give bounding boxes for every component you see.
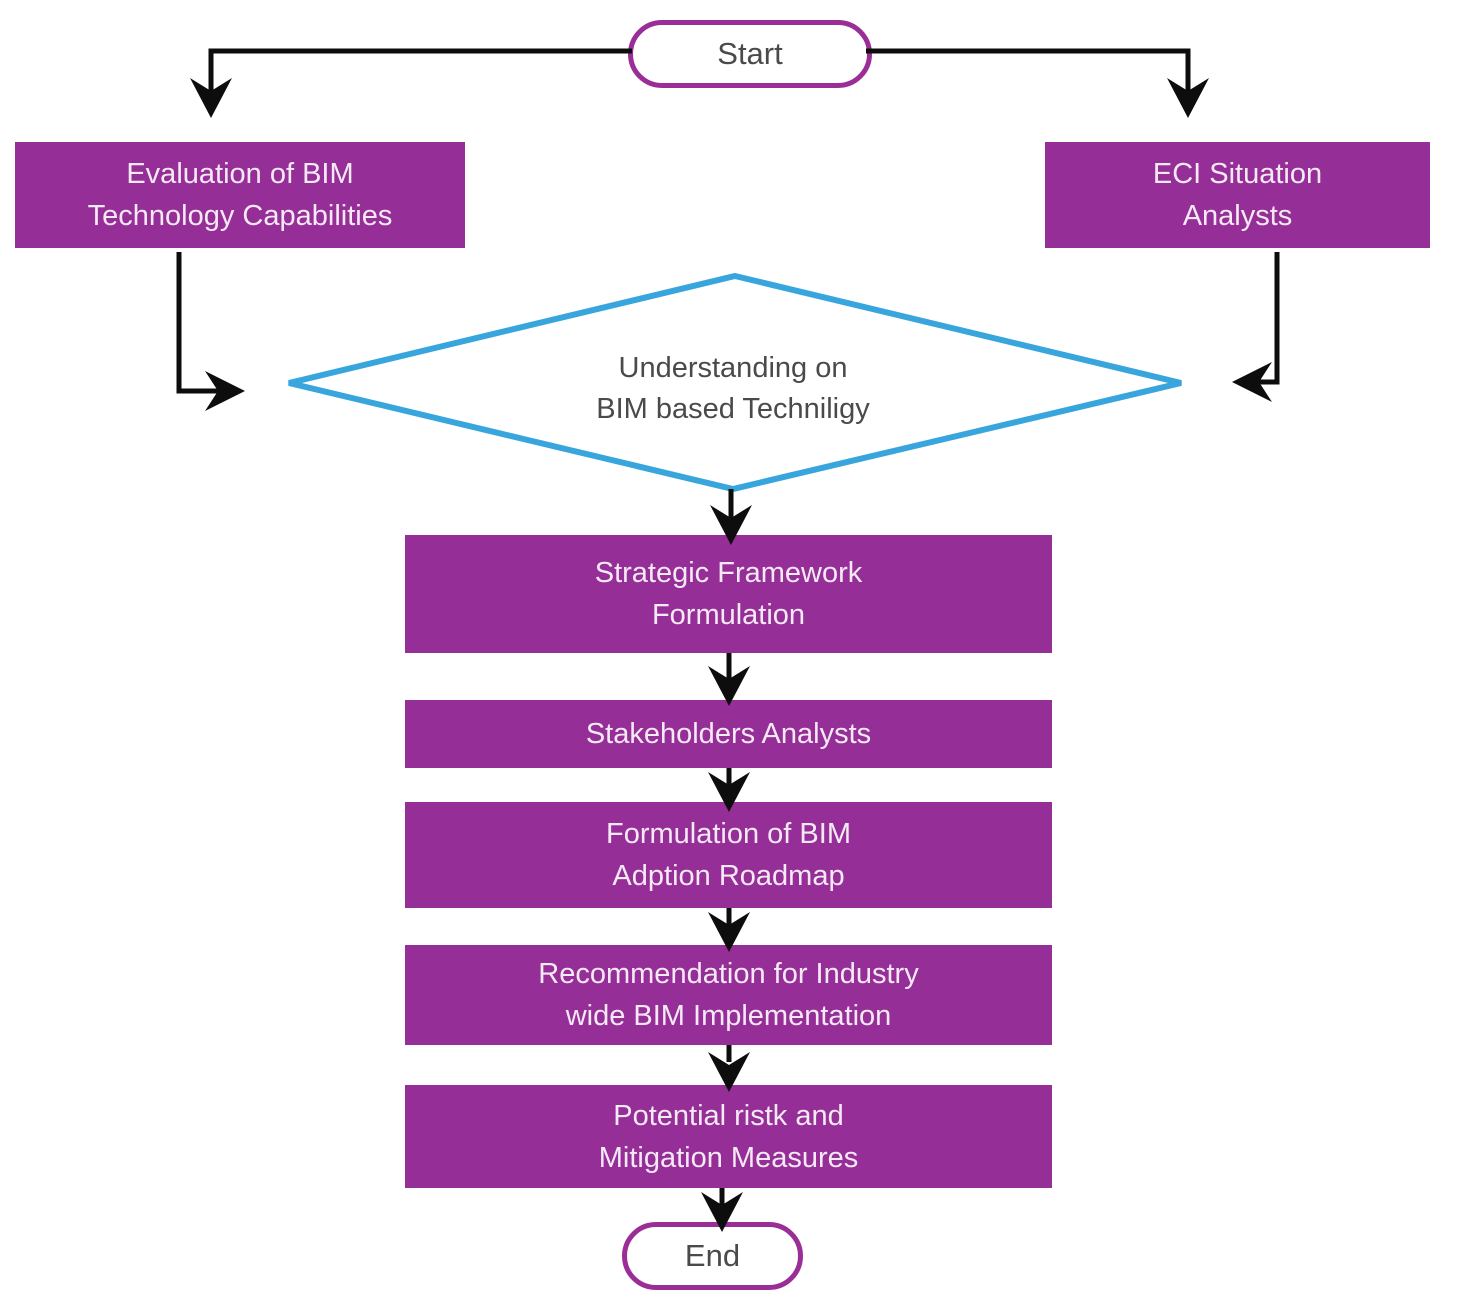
risks-label-line2: Mitigation Measures	[598, 1141, 859, 1174]
strategic-label-line2: Formulation	[651, 599, 806, 631]
roadmap-label-line1: Formulation of BIM	[606, 818, 851, 850]
recommendation-label-line2: wide BIM Implementation	[565, 1000, 892, 1032]
start-terminator-node: Start	[628, 20, 872, 88]
eci-label-line1: ECI Situation	[1152, 158, 1323, 190]
risks-process-node: Potential ristk and Mitigation Measures	[405, 1085, 1052, 1188]
edge-start-to-eci	[866, 48, 1209, 118]
evaluation-process-node: Evaluation of BIM Technology Capabilitie…	[15, 142, 465, 248]
recommendation-process-node: Recommendation for Industry wide BIM Imp…	[405, 945, 1052, 1045]
recommendation-label-line1: Recommendation for Industry	[538, 958, 919, 990]
eci-label-line2: Analysts	[1182, 200, 1293, 232]
decision-node-label: Understanding on BIM based Techniligy	[433, 348, 1033, 430]
eci-process-node: ECI Situation Analysts	[1045, 142, 1430, 248]
roadmap-process-node: Formulation of BIM Adption Roadmap	[405, 802, 1052, 908]
arrowhead-right-icon	[205, 371, 245, 411]
roadmap-label-line2: Adption Roadmap	[612, 860, 845, 892]
end-terminator-node: End	[622, 1222, 803, 1290]
risks-label-line1: Potential ristk and	[613, 1099, 844, 1132]
edge-strategic-to-stakeholders	[708, 653, 750, 706]
evaluation-label-line2: Technology Capabilities	[87, 200, 393, 232]
decision-label-line1: Understanding on	[618, 352, 848, 384]
edge-eci-to-decision	[1232, 252, 1280, 402]
end-label: End	[684, 1238, 741, 1273]
strategic-framework-process-node: Strategic Framework Formulation	[405, 535, 1052, 653]
decision-label-line2: BIM based Techniligy	[596, 393, 870, 425]
stakeholders-process-node: Stakeholders Analysts	[405, 700, 1052, 768]
arrowhead-down-icon	[190, 78, 232, 118]
strategic-label-line1: Strategic Framework	[594, 557, 863, 589]
start-label: Start	[717, 36, 783, 71]
edge-evaluation-to-decision	[176, 252, 245, 411]
arrowhead-down-icon	[1167, 78, 1209, 118]
edge-start-to-evaluation	[190, 48, 632, 118]
arrowhead-left-icon	[1232, 362, 1272, 402]
stakeholders-label-line1: Stakeholders Analysts	[585, 718, 872, 750]
evaluation-label-line1: Evaluation of BIM	[126, 158, 354, 190]
